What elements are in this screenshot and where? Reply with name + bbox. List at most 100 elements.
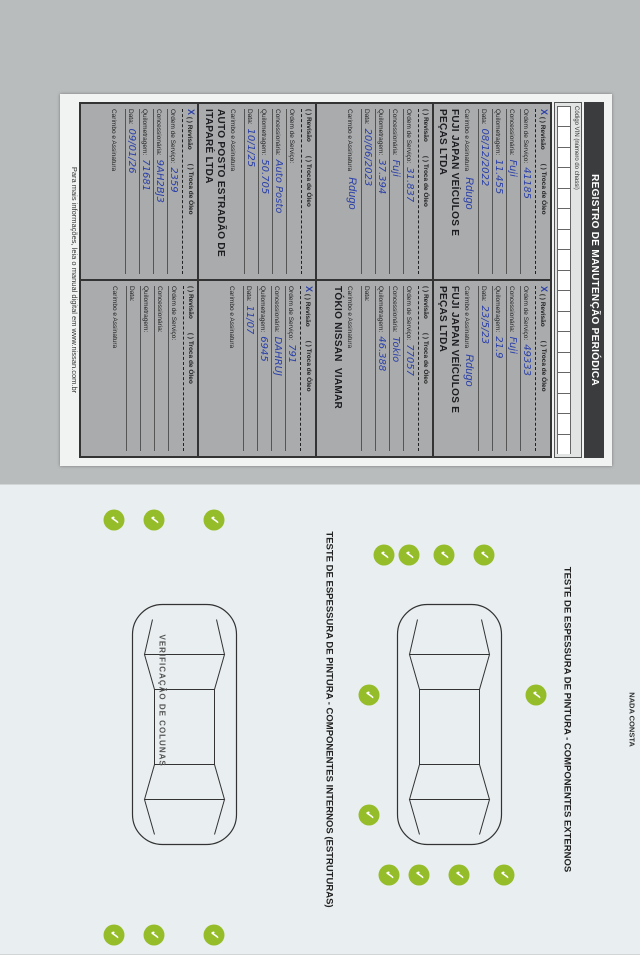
check-circle-icon: ✓ <box>358 804 380 826</box>
quilometragem-value: 11.455 <box>493 159 504 195</box>
internal-title: TESTE DE ESPESSURA DE PINTURA - COMPONEN… <box>323 531 335 908</box>
field-quilometragem: Quilometragem:71681 <box>139 109 152 274</box>
nada-consta-label: NADA CONSTA <box>627 692 637 747</box>
check-circle-icon: ✓ <box>373 544 395 566</box>
signature-label: Carimbo e Assinatura <box>463 286 470 349</box>
field-data: Data:20/06/2023 <box>361 109 374 274</box>
field-concessionaria: Concessionária:DAHRUJ <box>271 286 284 451</box>
signature-area: Carimbo e Assinatura <box>110 286 124 451</box>
data-value: 10/1/25 <box>245 128 256 168</box>
field-data: Data:11/07 <box>243 286 256 451</box>
field-ordem: Ordem de Serviço: <box>286 109 299 274</box>
ordem-value: 49333 <box>521 344 532 376</box>
signature: Rdugo <box>463 354 475 387</box>
revisao-checkbox: ( ) Revisão <box>305 109 312 142</box>
data-value: 23/5/23 <box>479 305 490 345</box>
field-data: Data: <box>126 286 139 451</box>
check-circle-icon: ✓ <box>398 544 420 566</box>
check-circle-icon: ✓ <box>473 544 495 566</box>
troca-oleo-checkbox: ( ) Troca de Óleo <box>540 340 547 392</box>
vin-boxes <box>557 106 571 454</box>
stamp-area <box>83 109 107 274</box>
booklet-footer: Para mais informações, leia o manual dig… <box>70 166 79 394</box>
quilometragem-value: 21.9 <box>493 336 504 359</box>
field-ordem: Ordem de Serviço:31.837 <box>403 109 416 274</box>
concessionaria-value: Auto Posto <box>273 159 284 214</box>
signature-label: Carimbo e Assinatura <box>111 286 118 349</box>
check-circle-icon: ✓ <box>525 684 547 706</box>
signature-label: Carimbo e Assinatura <box>346 286 353 349</box>
stamp-area: FUJI JAPAN VEÍCULOS E PEÇAS LTDA <box>436 109 460 274</box>
check-circle-icon: ✓ <box>408 864 430 886</box>
field-quilometragem: Quilometragem:50.705 <box>258 109 271 274</box>
field-quilometragem: Quilometragem:11.455 <box>492 109 505 274</box>
signature-area: Carimbo e Assinatura <box>228 109 242 274</box>
data-value: 09/01/26 <box>126 128 137 174</box>
field-quilometragem: Quilometragem:6945 <box>257 286 270 451</box>
check-circle-icon: ✓ <box>103 509 125 531</box>
data-value: 08/12/2022 <box>479 128 490 187</box>
signature-label: Carimbo e Assinatura <box>110 109 117 172</box>
field-ordem: Ordem de Serviço:49333 <box>520 286 533 451</box>
quilometragem-value: 6945 <box>258 336 269 362</box>
stamp-area <box>201 286 225 451</box>
ordem-value: 2359 <box>168 167 179 193</box>
field-quilometragem: Quilometragem: <box>140 286 153 451</box>
quilometragem-value: 71681 <box>140 159 151 192</box>
concessionaria-value: Tokio <box>390 336 401 363</box>
field-ordem: Ordem de Serviço:2359 <box>167 109 180 274</box>
troca-oleo-checkbox: ( ) Troca de Óleo <box>305 340 312 392</box>
ordem-value: 791 <box>286 344 297 364</box>
stamp-area: AUTO POSTO ESTRADÃO DE ITAPARÉ LTDA <box>202 109 226 274</box>
check-circle-icon: ✓ <box>143 924 165 946</box>
quilometragem-value: 46.388 <box>376 336 387 372</box>
signature-label: Carimbo e Assinatura <box>463 109 470 172</box>
check-circle-icon: ✓ <box>203 509 225 531</box>
vin-field: Código VIN (número do chassi) <box>554 102 582 458</box>
data-value: 20/06/2023 <box>362 128 373 187</box>
check-circle-icon: ✓ <box>358 684 380 706</box>
data-value: 11/07 <box>244 305 255 335</box>
signature: Rdugo <box>463 177 475 210</box>
columns-label: VERIFICAÇÃO DE COLUNAS <box>157 634 167 767</box>
revisao-checkbox: X ( ) Revisão <box>539 286 549 327</box>
check-circle-icon: ✓ <box>378 864 400 886</box>
field-data: Data:08/12/2022 <box>478 109 491 274</box>
stamp-area <box>319 109 343 274</box>
external-title: TESTE DE ESPESSURA DE PINTURA - COMPONEN… <box>561 566 573 873</box>
revisao-checkbox: X ( ) Revisão <box>539 109 549 150</box>
signature-label: Carimbo e Assinatura <box>346 109 353 172</box>
signature-area: Carimbo e Assinatura <box>345 286 359 451</box>
check-circle-icon: ✓ <box>493 864 515 886</box>
signature-area: Carimbo e Assinatura <box>109 109 123 274</box>
ordem-value: 77057 <box>404 344 415 376</box>
field-concessionaria: Concessionária:Auto Posto <box>272 109 285 274</box>
troca-oleo-checkbox: ( ) Troca de Óleo <box>422 332 429 384</box>
signature: Rdugo <box>346 177 358 210</box>
check-circle-icon: ✓ <box>143 509 165 531</box>
revisao-checkbox: ( ) Revisão <box>422 109 429 142</box>
field-data: Data:10/1/25 <box>244 109 257 274</box>
troca-oleo-checkbox: ( ) Troca de Óleo <box>305 155 312 207</box>
field-concessionaria: Concessionária:9AH2BJ3 <box>153 109 166 274</box>
ordem-value: 31.837 <box>404 167 415 203</box>
field-data: Data:23/5/23 <box>478 286 491 451</box>
revisao-checkbox: ( ) Revisão <box>422 286 429 319</box>
concessionaria-value: 9AH2BJ3 <box>154 159 165 203</box>
dealer-stamp: VIAMAR <box>332 367 343 410</box>
stamp-area <box>84 286 108 451</box>
field-concessionaria: Concessionária:Tokio <box>389 286 402 451</box>
concessionaria-value: Fuji <box>507 336 518 354</box>
concessionaria-value: DAHRUJ <box>272 336 283 376</box>
troca-oleo-checkbox: ( ) Troca de Óleo <box>540 163 547 215</box>
maintenance-booklet-page: REGISTRO DE MANUTENÇÃO PERIÓDICA Código … <box>60 94 612 466</box>
field-data: Data:09/01/26 <box>125 109 138 274</box>
quilometragem-value: 37.394 <box>376 159 387 195</box>
troca-oleo-checkbox: ( ) Troca de Óleo <box>187 332 194 384</box>
